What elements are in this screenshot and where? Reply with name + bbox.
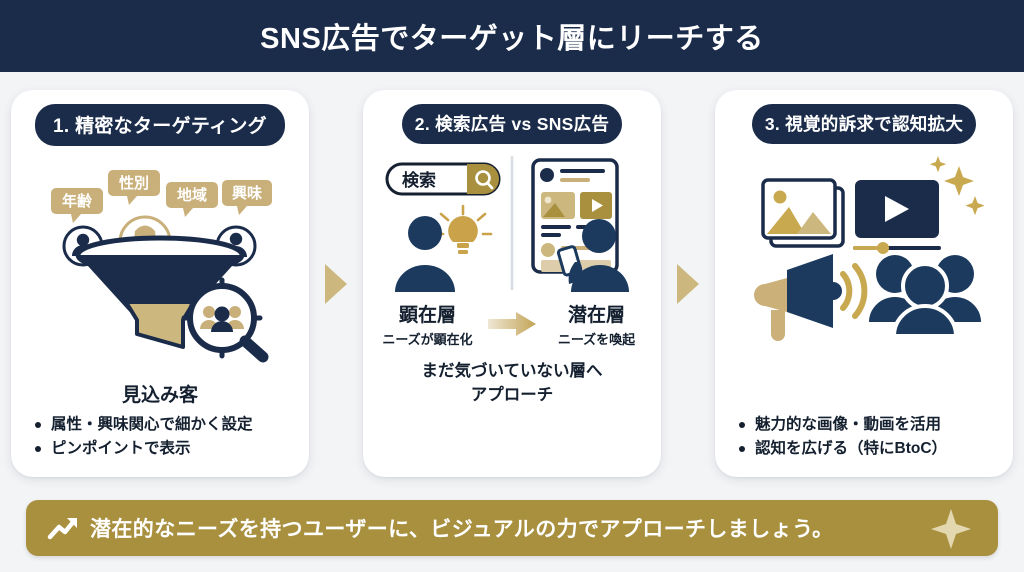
list-item: 認知を広げる（特にBtoC）: [739, 437, 1001, 461]
list-item: 魅力的な画像・動画を活用: [739, 413, 1001, 437]
visual-appeal-graphic: [754, 156, 985, 341]
layer-existing-sub: ニーズが顕在化: [382, 332, 473, 347]
tag-label: 地域: [177, 186, 207, 204]
card-visual-appeal[interactable]: 3. 視覚的訴求で認知拡大: [715, 90, 1013, 477]
list-item: ピンポイントで表示: [35, 437, 297, 461]
people-group-icon: [869, 255, 981, 338]
tag-bubble-age: [51, 188, 103, 223]
megaphone-icon: [754, 254, 868, 341]
card-1-caption: 見込み客: [121, 384, 198, 406]
search-icon: [475, 170, 491, 186]
tag-label: 性別: [119, 174, 149, 192]
layer-latent-label: 潜在層: [567, 305, 625, 326]
search-bar[interactable]: [385, 162, 501, 196]
people-group-icon: [200, 306, 244, 332]
sparkle-icon: [930, 508, 972, 550]
card-1-illustration: 年齢 性別地域 興味: [23, 152, 297, 380]
card-2-title: 2. 検索広告 vs SNS広告: [401, 104, 623, 144]
trending-up-icon: [47, 515, 78, 541]
page-header: SNS広告でターゲット層にリーチする: [0, 0, 1024, 72]
card-1-title: 1. 精密なターゲティング: [35, 104, 285, 146]
card-3-title: 3. 視覚的訴求で認知拡大: [751, 104, 977, 144]
card-2-footer-line1: まだ気づいていない層へ: [421, 362, 603, 380]
footer-message: 潜在的なニーズを持つユーザーに、ビジュアルの力でアプローチしましょう。: [90, 518, 834, 541]
layer-existing: 顕在層 ニーズが顕在化: [375, 300, 480, 348]
tag-bubble-gender: [108, 170, 160, 205]
image-stack-icon: [761, 178, 845, 248]
card-3-bullets: 魅力的な画像・動画を活用 認知を広げる（特にBtoC）: [727, 413, 1001, 461]
layer-latent: 潜在層 ニーズを喚起: [544, 300, 649, 348]
card-3-illustration: [727, 150, 1001, 413]
arrow-right-icon: [325, 263, 347, 304]
sparkle-icon: [929, 156, 985, 216]
play-icon: [885, 196, 909, 222]
card-2-footer-line2: アプローチ: [470, 385, 554, 404]
footer-banner: 潜在的なニーズを持つユーザーに、ビジュアルの力でアプローチしましょう。: [26, 500, 998, 556]
card-2-illustration: 検索: [375, 150, 649, 300]
layer-latent-sub: ニーズを喚起: [557, 332, 636, 347]
search-input-value[interactable]: 検索: [402, 170, 436, 190]
person-icon: [395, 216, 455, 292]
magnifier-target-icon: [181, 277, 269, 363]
arrow-between-2-3: [661, 90, 715, 477]
tag-bubble-region: [166, 182, 218, 217]
arrow-right-icon: [677, 263, 699, 304]
video-player-icon: [853, 180, 941, 254]
tag-label: 年齢: [62, 192, 93, 210]
card-targeting[interactable]: 1. 精密なターゲティング: [11, 90, 309, 477]
audience-layer-row: 顕在層 ニーズが顕在化 潜在層 ニーズを喚起: [375, 300, 649, 348]
tag-bubble-interest: [222, 180, 272, 215]
page-title: SNS広告でターゲット層にリーチする: [260, 23, 764, 55]
person-smartphone-icon: [556, 219, 629, 292]
arrow-right-icon: [488, 312, 536, 336]
card-2-footer-text: まだ気づいていない層へ アプローチ: [421, 360, 602, 408]
layer-existing-label: 顕在層: [398, 305, 456, 326]
tag-label: 興味: [232, 184, 262, 202]
list-item: 属性・興味関心で細かく設定: [35, 413, 297, 437]
arrow-between-1-2: [309, 90, 363, 477]
card-1-bullets: 属性・興味関心で細かく設定 ピンポイントで表示: [23, 413, 297, 461]
card-row: 1. 精密なターゲティング: [0, 72, 1024, 487]
lightbulb-icon: [433, 204, 493, 254]
card-search-vs-sns[interactable]: 2. 検索広告 vs SNS広告 検索: [363, 90, 661, 477]
search-vs-sns-graphic: 検索: [385, 156, 629, 292]
